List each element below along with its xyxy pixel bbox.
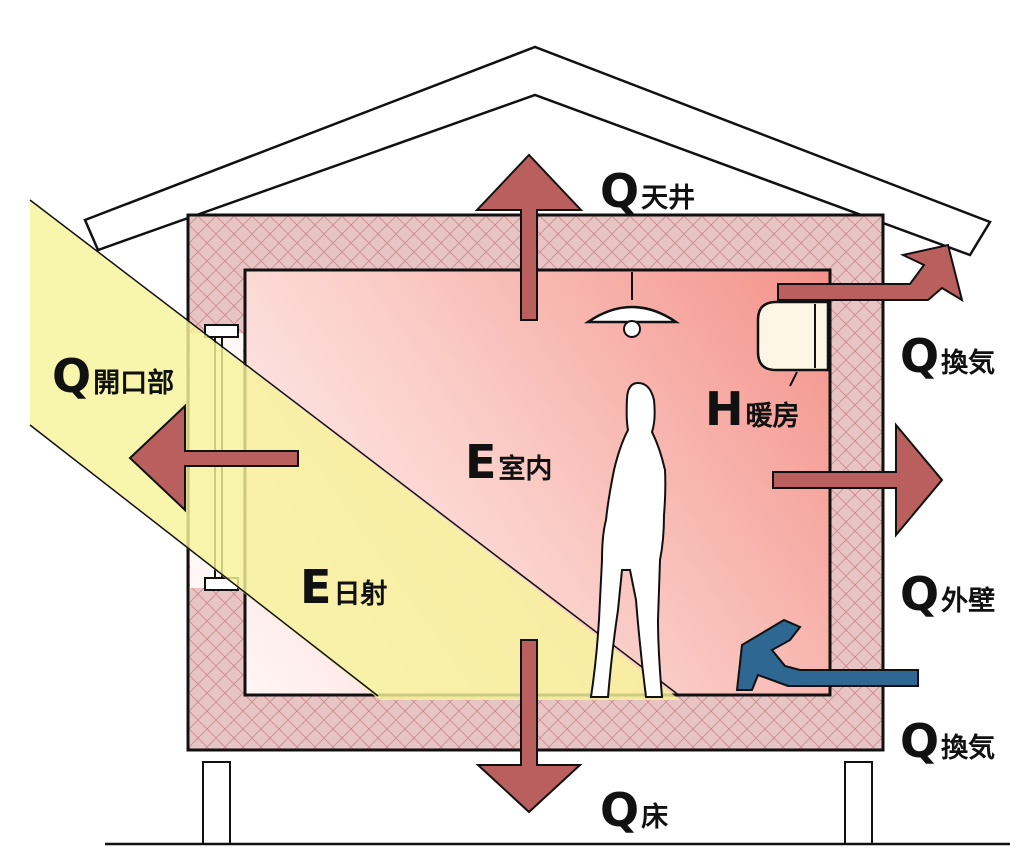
solar-beam-edge <box>29 199 681 697</box>
label-q-floor: Q床 <box>600 783 668 837</box>
roof <box>83 45 992 257</box>
solar-beam <box>30 200 680 700</box>
svg-text:Q開口部: Q開口部 <box>52 349 174 403</box>
left-foundation-post <box>202 761 231 845</box>
svg-text:Q換気: Q換気 <box>900 714 995 768</box>
pendant-lamp-icon <box>583 272 681 338</box>
svg-text:H暖房: H暖房 <box>705 382 800 436</box>
label-q-ventilation-bottom: Q換気 <box>900 714 995 768</box>
label-q-opening: Q開口部 <box>52 349 174 403</box>
label-q-ventilation-top: Q換気 <box>900 329 995 383</box>
opening-heat-loss-arrow <box>128 403 299 513</box>
window-frame-top <box>204 324 239 338</box>
svg-text:Q外壁: Q外壁 <box>900 567 995 621</box>
ceiling-heat-loss-arrow <box>474 153 584 321</box>
wall-heat-loss-arrow <box>772 422 944 538</box>
ventilation-intake-arrow <box>735 618 919 691</box>
label-e-solar: E日射 <box>300 560 387 614</box>
label-q-outer-wall: Q外壁 <box>900 567 995 621</box>
svg-text:E室内: E室内 <box>465 435 552 489</box>
svg-text:E日射: E日射 <box>300 560 387 614</box>
floor-heat-loss-arrow <box>475 639 583 814</box>
svg-text:Q床: Q床 <box>600 783 668 837</box>
person-silhouette <box>589 381 667 698</box>
ventilation-exhaust-arrow <box>777 243 964 303</box>
label-e-room: E室内 <box>465 435 552 489</box>
right-foundation-post <box>844 761 873 845</box>
svg-text:Q換気: Q換気 <box>900 329 995 383</box>
air-conditioner-icon <box>756 300 830 387</box>
heat-arrows <box>128 153 964 814</box>
label-h-heating: H暖房 <box>705 382 800 436</box>
solar-beam-edge <box>29 424 379 697</box>
svg-text:Q天井: Q天井 <box>600 164 695 218</box>
label-q-ceiling: Q天井 <box>600 164 695 218</box>
